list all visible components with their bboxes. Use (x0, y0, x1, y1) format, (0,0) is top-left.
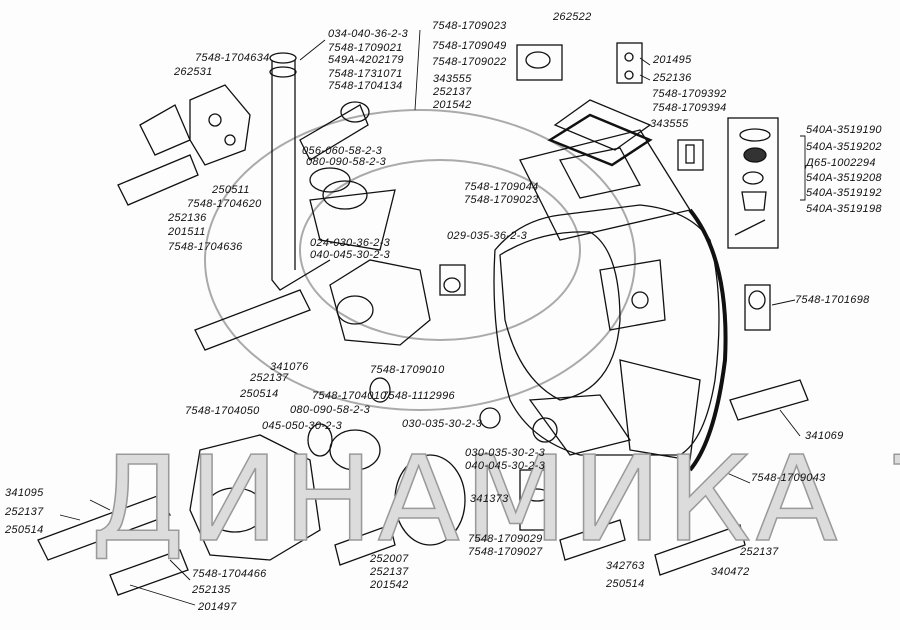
label: 341095 (5, 487, 44, 499)
label: 024-030-36-2-3 (310, 237, 391, 249)
label: 7548-1709027 (468, 546, 543, 558)
label: 201497 (198, 601, 237, 613)
label: 040-045-30-2-3 (465, 460, 546, 472)
label: 540А-3519202 (806, 141, 882, 153)
label: 549А-4202179 (328, 54, 404, 66)
label: 7548-1709044 (464, 181, 539, 193)
label: 252137 (250, 372, 289, 384)
label: 7548-1709021 (328, 42, 403, 54)
label: 7548-1709022 (432, 56, 507, 68)
label: 7548-1709023 (464, 194, 539, 206)
label: 7548-1704050 (185, 405, 260, 417)
label: 340472 (711, 566, 750, 578)
watermark-text: ДИНАМИКА 76 (90, 429, 900, 569)
clutch-housing (493, 129, 728, 472)
oil-pipe (271, 60, 331, 291)
label: 7548-1709392 (652, 88, 727, 100)
label: 341076 (270, 361, 309, 373)
label: 343555 (650, 118, 689, 130)
label: 540А-3519198 (806, 203, 882, 215)
label: 7548-1731071 (328, 68, 403, 80)
label: 250511 (212, 184, 250, 196)
label: 250514 (240, 388, 279, 400)
label: 252136 (168, 212, 207, 224)
label: 201511 (168, 226, 206, 238)
label: 201495 (653, 54, 692, 66)
label: 056-060-58-2-3 (302, 145, 383, 157)
cover-disc (394, 454, 466, 546)
label: 7548-1704636 (168, 241, 243, 253)
label: 252137 (740, 546, 779, 558)
label: 7548-1709043 (751, 472, 826, 484)
label: 341373 (470, 493, 509, 505)
label: 342763 (606, 560, 645, 572)
breather-kit-box (727, 117, 779, 249)
label: 250514 (5, 524, 44, 536)
label: 7548-1709029 (468, 533, 543, 545)
label: 7548-1704620 (187, 198, 262, 210)
label: 341069 (805, 430, 844, 442)
cover-plate (553, 99, 652, 151)
label: 7548-1709049 (432, 40, 507, 52)
label: 7548-1704134 (328, 80, 403, 92)
label: 201542 (433, 99, 472, 111)
label: 7548-1709010 (370, 364, 445, 376)
label: 040-045-30-2-3 (310, 249, 391, 261)
label: 252137 (370, 566, 409, 578)
label: 343555 (433, 73, 472, 85)
label: 029-035-36-2-3 (447, 230, 528, 242)
label: 7548-1704010 (312, 390, 387, 402)
label: 540А-3519192 (806, 187, 882, 199)
label: 540А-3519208 (806, 172, 882, 184)
hydraulic-pump (189, 423, 381, 561)
valve-block (189, 84, 251, 166)
label: 7548-1112996 (382, 390, 455, 402)
label: 262522 (553, 11, 592, 23)
label: 7548-1701698 (795, 294, 870, 306)
label: 252136 (653, 72, 692, 84)
label: 7548-1709394 (652, 102, 727, 114)
label: 034-040-36-2-3 (328, 28, 409, 40)
watermark-logo (204, 109, 636, 411)
label: 250514 (606, 578, 645, 590)
label: 030-035-30-2-3 (465, 447, 546, 459)
label: 080-090-58-2-3 (290, 404, 371, 416)
label: 030-035-30-2-3 (402, 418, 483, 430)
label: 262531 (174, 66, 213, 78)
label: 7548-1704466 (192, 568, 267, 580)
label: 252135 (192, 584, 231, 596)
label: 252137 (433, 86, 472, 98)
label: 252137 (5, 506, 44, 518)
label: 080-090-58-2-3 (306, 156, 387, 168)
label: 045-050-30-2-3 (262, 420, 343, 432)
label: 201542 (370, 579, 409, 591)
label: Д65-1002294 (806, 157, 876, 169)
label: 7548-1704634 (195, 52, 270, 64)
label: 540А-3519190 (806, 124, 882, 136)
label: 7548-1709023 (432, 20, 507, 32)
oil-pump (309, 167, 431, 346)
label: 252007 (370, 553, 409, 565)
